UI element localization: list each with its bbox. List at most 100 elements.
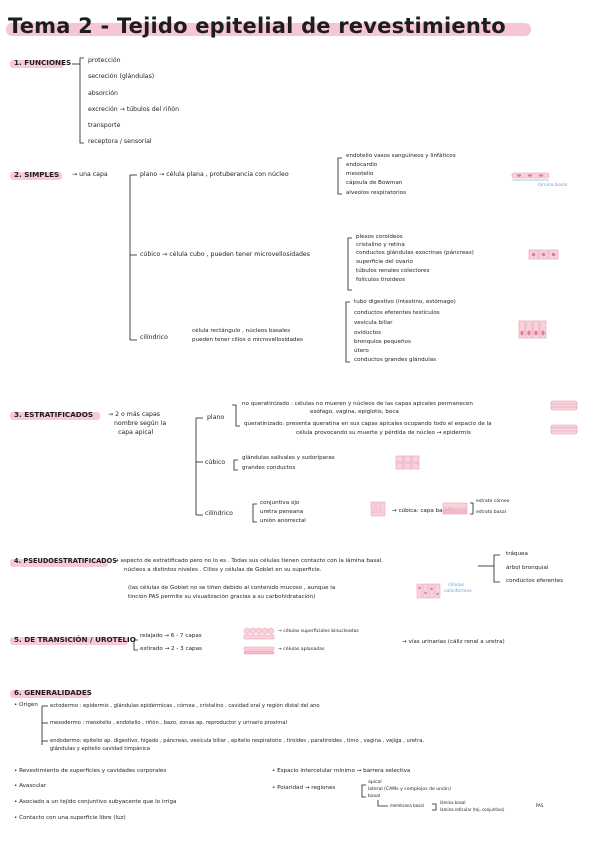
cilindrico-item: útero (354, 348, 369, 354)
celulas-binucleadas: → células superficiales binucleadas (278, 629, 359, 634)
espacio-intercelular: • Espacio intercelular mínimo → barrera … (272, 768, 411, 774)
simples-heading: 2. SIMPLES (14, 170, 60, 179)
celulas-aplanadas: → células aplanadas (278, 647, 325, 652)
plano-item: alveolos respiratorios (346, 190, 406, 196)
gen-item: • Revestimiento de superficies y cavidad… (14, 768, 167, 774)
gen-item: • Asociado a un tejido conjuntivo subyac… (14, 799, 177, 805)
vias-urinarias: → vías urinarias (cáliz renal a uretra) (402, 639, 505, 645)
membrana-basal: membrana basal (390, 803, 424, 808)
caliciformes-note: caliciformes (444, 589, 472, 594)
origen-label: • Origen (14, 702, 38, 708)
estrat-cubico-item: grandes conductos (242, 465, 296, 471)
funciones-item: protección (88, 57, 121, 64)
pseudo-line: núcleos a distintos niveles . Cilios y c… (124, 567, 322, 573)
cilindrico-item: vesícula biliar (354, 320, 393, 326)
generalidades-highlight (10, 690, 90, 698)
simples-intro: → una capa (72, 171, 108, 178)
polaridad-label: • Polaridad → regiones (272, 785, 336, 791)
estratificados-heading: 3. ESTRATIFICADOS (14, 410, 94, 419)
cilindrico-item: conductos eferentes testículos (354, 310, 440, 316)
generalidades-heading: 6. GENERALIDADES (14, 688, 92, 697)
cilindrico-item: oviductos (354, 330, 381, 336)
estrat-cilindrico-item: uretra peneana (260, 509, 304, 515)
queratinizado-line: célula provocando su muerte y pérdida de… (296, 430, 471, 436)
lamina-basal: lámina basal (440, 800, 466, 805)
relajado-line: relajado → 6 - 7 capas (140, 633, 202, 639)
simple-columnar-illustration (518, 320, 547, 339)
funciones-highlight (10, 60, 64, 68)
estratificados-intro: → 2 o más capas (108, 411, 160, 418)
funciones-item: excreción → túbulos del riñón (88, 106, 180, 113)
keratinized-illustration (550, 424, 578, 435)
pseudo-line: tinción PAS permite su visualización gra… (128, 594, 316, 600)
celulas-note: células (448, 583, 465, 588)
gen-item: • Contacto con una superficie libre (luz… (14, 815, 126, 821)
cilindrico-item: tubo digestivo (intestino, estómago) (354, 299, 456, 305)
region-item: basal (368, 794, 381, 799)
cubico-item: cristalino y retina (356, 242, 405, 248)
pas-label: PAS (536, 803, 544, 808)
stratified-columnar-illustration (370, 501, 386, 517)
funciones-item: transporte (88, 122, 121, 129)
pseudo-line: (las células de Goblet no se tiñen debid… (128, 585, 336, 591)
cubico-item: folículos tiroideos (356, 277, 406, 283)
transicion-highlight (10, 637, 128, 645)
pseudo-item: árbol bronquial (506, 565, 549, 571)
region-item: apical (368, 780, 382, 785)
simple-cuboidal-illustration (528, 249, 559, 260)
title-highlight (6, 23, 531, 36)
region-item: lateral (CAMs y complejos de unión) (368, 787, 451, 792)
pseudo-highlight (10, 559, 108, 567)
cilindrico-item: bronquios pequeños (354, 339, 411, 345)
lamina-basal-note: lámina basal (538, 183, 568, 188)
stratified-cuboidal-illustration (395, 455, 420, 470)
simples-cilindrico-label: cilíndrico (140, 334, 168, 341)
plano-item: endotelio vasos sanguíneos y linfáticos (346, 153, 456, 159)
plano-item: mesotelio (346, 171, 374, 177)
estratificados-intro: capa apical (118, 429, 154, 436)
funciones-item: secreción (glándulas) (88, 73, 155, 80)
gen-item: • Avascular (14, 783, 47, 789)
estrato-basal: estrato basal (476, 510, 507, 515)
page-title: Tema 2 - Tejido epitelial de revestimien… (8, 14, 506, 38)
lamina-reticular: lámina reticular (tej. conjuntivo) (440, 807, 505, 812)
estrat-cubico-label: cúbico (205, 459, 226, 466)
simples-plano-label: plano → célula plana , protuberancia con… (140, 171, 289, 178)
strata-illustration (442, 502, 468, 515)
funciones-heading: 1. FUNCIONES (14, 58, 72, 67)
cubico-item: conductos glándulas exocrinas (páncreas) (356, 250, 474, 256)
cubico-item: plexos coroideos (356, 234, 403, 240)
estirado-line: estirado → 2 - 3 capas (140, 646, 202, 652)
estrat-cilindrico-label: cilíndrico (205, 510, 233, 517)
plano-item: endocardio (346, 162, 378, 168)
pseudostratified-illustration (416, 583, 441, 599)
estratificados-highlight (10, 412, 100, 420)
funciones-item: receptora / sensorial (88, 138, 152, 145)
ectodermo-line: ectodermo : epidermis , glándulas epidér… (50, 703, 320, 709)
cilindrico-desc: célula rectángulo , núcleos basales (192, 328, 291, 334)
no-queratinizado-line: no queratinizado : células no mueren y n… (242, 401, 473, 407)
cubica-capa-basal: → cúbica: capa basal (392, 508, 451, 514)
stratified-squamous-illustration (550, 400, 578, 411)
cilindrico-item: conductos grandes glándulas (354, 357, 437, 363)
cubico-item: superficie del ovario (356, 259, 413, 265)
no-queratinizado-examples: esófago, vagina, epiglotis, boca (310, 409, 399, 415)
cubico-item: túbulos renales colectores (356, 268, 430, 274)
simple-squamous-illustration (511, 172, 550, 181)
estrat-cilindrico-item: unión anorrectal (260, 518, 306, 524)
transicion-heading: 5. DE TRANSICIÓN / UROTELIO (14, 635, 136, 644)
endodermo-line: endodermo: epitelio ap. digestivo, hígad… (50, 738, 425, 744)
estratificados-intro: nombre según la (114, 420, 167, 427)
mesodermo-line: mesodermo : mesotelio , endotelio , riñó… (50, 720, 287, 726)
endodermo-line: glándulas y epitelio cavidad timpánica (50, 746, 151, 752)
pseudo-heading: 4. PSEUDOESTRATIFICADOS (14, 557, 118, 565)
pseudo-item: tráquea (506, 551, 528, 557)
stretched-urothelium-illustration (243, 646, 275, 655)
pseudo-line: → aspecto de estratificado pero no lo es… (114, 558, 384, 564)
funciones-item: absorción (88, 90, 118, 97)
estrat-cilindrico-item: conjuntiva ojo (260, 500, 300, 506)
simples-cubico-label: cúbico → célula cubo , pueden tener micr… (140, 251, 310, 258)
simples-highlight (10, 172, 62, 180)
pseudo-item: conductos eferentes (506, 578, 564, 584)
